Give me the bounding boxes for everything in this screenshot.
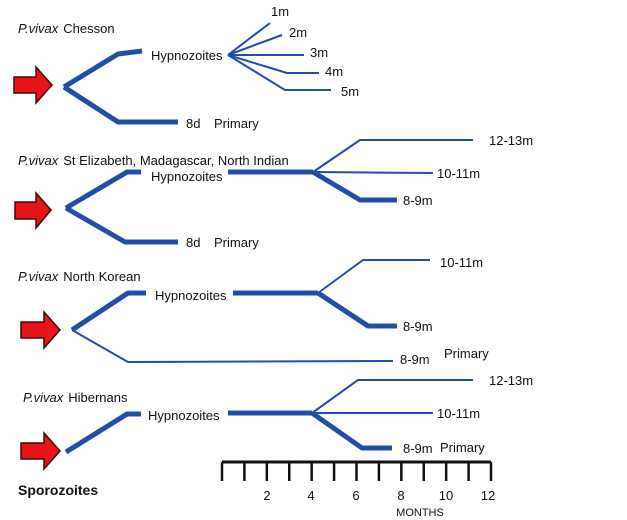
- relapse-label: 12-13m: [489, 373, 533, 388]
- section-north-korean: P.vivax North Korean Hypnozoites 10-11m 8…: [18, 255, 489, 367]
- strain-label: St Elizabeth, Madagascar, North Indian: [63, 153, 288, 168]
- relapse-label: 8-9m: [403, 441, 433, 456]
- species-label: P.vivax: [18, 153, 59, 168]
- relapse-line: [312, 139, 473, 173]
- primary-branch: [64, 205, 178, 245]
- hypnozoites-label: Hypnozoites: [155, 288, 227, 303]
- primary-time-label: 8d: [186, 116, 200, 131]
- tick-label: 6: [352, 488, 359, 503]
- species-label: P.vivax: [18, 269, 59, 284]
- relapse-line: [310, 410, 392, 451]
- strain-label: Hibernans: [68, 390, 128, 405]
- relapse-line: [316, 290, 397, 329]
- species-label: P.vivax: [23, 390, 64, 405]
- arrow-icon: [20, 310, 62, 350]
- relapse-label: 12-13m: [489, 133, 533, 148]
- relapse-label: 1m: [271, 4, 289, 19]
- primary-label: Primary: [214, 116, 259, 131]
- relapse-label: 8-9m: [403, 319, 433, 334]
- relapse-label: 3m: [310, 45, 328, 60]
- primary-branch: [71, 329, 394, 363]
- strain-label: North Korean: [63, 269, 140, 284]
- tick-label: 2: [263, 488, 270, 503]
- relapse-line: [317, 259, 430, 294]
- relapse-label: 4m: [325, 64, 343, 79]
- primary-label: Primary: [214, 235, 259, 250]
- relapse-label: 10-11m: [440, 255, 483, 270]
- axis-label: MONTHS: [396, 507, 444, 519]
- relapse-label: 5m: [341, 84, 359, 99]
- section-chesson: P.vivax Chesson Hypnozoites 8d Primary 1m…: [13, 4, 359, 131]
- section-st-elizabeth: P.vivax St Elizabeth, Madagascar, North I…: [14, 133, 533, 250]
- primary-branch: [62, 84, 178, 125]
- relapse-line: [227, 34, 283, 56]
- relapse-line: [227, 54, 331, 91]
- relapse-line: [311, 379, 473, 414]
- hypnozoites-label: Hypnozoites: [151, 48, 223, 63]
- relapse-label: 2m: [289, 25, 307, 40]
- sporozoites-label: Sporozoites: [18, 482, 98, 498]
- relapse-label: 10-11m: [437, 406, 480, 421]
- tick-label: 10: [439, 488, 453, 503]
- hypnozoites-label: Hypnozoites: [151, 169, 223, 184]
- arrow-icon: [13, 65, 54, 105]
- tick-label: 12: [481, 488, 495, 503]
- tick-label: 8: [397, 488, 404, 503]
- primary-time-label: 8-9m: [400, 352, 430, 367]
- hypnozoite-branch: [64, 169, 141, 211]
- relapse-label: 8-9m: [403, 193, 433, 208]
- hypnozoite-branch: [62, 48, 143, 90]
- relapse-fan: [227, 22, 331, 91]
- relapse-line: [312, 171, 434, 174]
- primary-time-label: 8d: [186, 235, 200, 250]
- months-axis: [220, 460, 493, 481]
- relapse-line: [227, 54, 319, 74]
- relapse-label: 10-11m: [437, 166, 480, 181]
- strain-label: Chesson: [63, 21, 114, 36]
- arrow-icon: [14, 191, 52, 231]
- primary-label: Primary: [444, 346, 489, 361]
- relapse-line: [311, 169, 397, 203]
- species-label: P.vivax: [18, 21, 59, 36]
- arrow-icon: [20, 431, 62, 471]
- hypnozoites-label: Hypnozoites: [148, 408, 220, 423]
- hypnozoite-branch: [64, 411, 141, 455]
- hypnozoite-branch: [70, 290, 146, 333]
- section-hibernans: P.vivax Hibernans Hypnozoites 12-13m 10-1…: [20, 373, 533, 471]
- primary-label: Primary: [440, 440, 485, 455]
- relapse-line: [227, 22, 271, 56]
- tick-label: 4: [307, 488, 314, 503]
